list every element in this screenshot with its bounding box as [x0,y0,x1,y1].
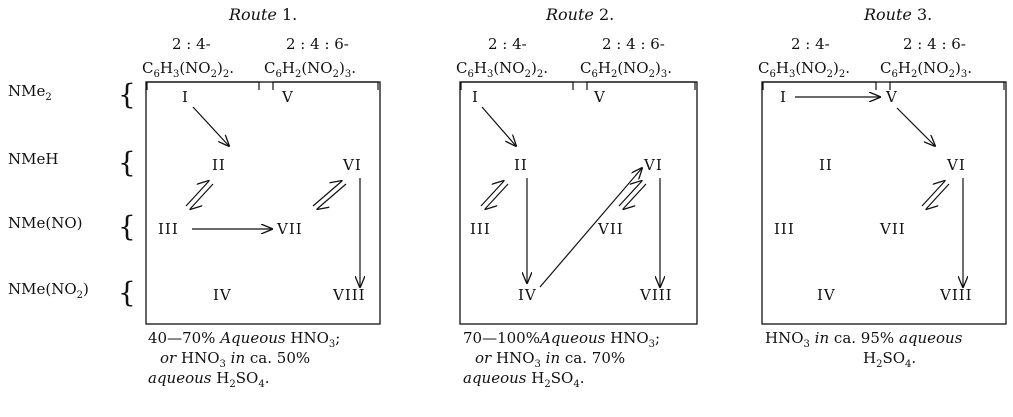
route-2-node-VII: VII [597,220,624,238]
route-3-arrow-VI-VII [926,183,950,209]
route-1-arrow-I-II [192,106,229,146]
route-1-node-I: I [182,88,189,106]
route-1-box [145,81,381,325]
row-brace: { [118,276,136,309]
route-3-col2-formula: C6H2(NO2)3. [880,59,972,80]
route-2-node-III: III [470,220,491,238]
route-2-arrow-VI-VII [623,183,647,209]
route-3-arrow-V-VI [896,107,935,146]
route-3-conditions: HNO3 in ca. 95% aqueous H2SO4. [765,329,963,370]
row-brace: { [118,146,136,179]
route-3-col1-position: 2 : 4- [791,35,830,53]
row-labels: NMe2 { NMeH { NMe(NO) { NMe(NO2) { [8,78,136,309]
route-2-node-VIII: VIII [639,286,673,304]
route-1-conditions: 40—70% Aqueous HNO3; or HNO3 in ca. 50% … [148,329,340,390]
route-1: Route 1. 2 : 4- C6H3(NO2)2. 2 : 4 : 6- C… [142,5,381,390]
route-1-arrow-II-III [190,183,214,209]
row-label-nme-no: NMe(NO) [8,214,83,232]
route-1-node-V: V [281,88,294,106]
route-2-condition-line-2: or HNO3 in ca. 70% [475,349,625,370]
route-2-node-I: I [472,88,479,106]
route-1-col1-bracket [146,81,260,90]
row-label-nmeh: NMeH [8,150,58,168]
route-3-node-I: I [780,88,787,106]
route-1-condition-line-1: 40—70% Aqueous HNO3; [148,329,340,350]
route-2-node-II: II [514,156,528,174]
route-3-node-II: II [819,156,833,174]
route-2-col1-formula: C6H3(NO2)2. [456,59,548,80]
route-1-col1-formula: C6H3(NO2)2. [142,59,234,80]
route-1-title: Route 1. [228,5,297,24]
row-brace: { [118,78,136,111]
route-1-arrow-III-II [185,181,209,207]
route-1-node-III: III [158,220,179,238]
route-1-col2-position: 2 : 4 : 6- [286,35,349,53]
route-2-condition-line-3: aqueous H2SO4. [463,369,584,390]
route-1-arrow-VII-VI [312,181,342,207]
route-2-arrow-VII-VI [618,181,642,207]
route-2-arrow-I-II [481,106,516,146]
route-1-node-VIII: VIII [332,286,366,304]
route-2-arrow-IV-VI [539,168,642,288]
route-3-node-VI: VI [946,156,966,174]
route-3-col2-position: 2 : 4 : 6- [903,35,966,53]
route-1-col2-formula: C6H2(NO2)3. [264,59,356,80]
route-2-col2-position: 2 : 4 : 6- [602,35,665,53]
route-2-conditions: 70—100%Aqueous HNO3; or HNO3 in ca. 70% … [463,329,660,390]
route-1-node-VII: VII [276,220,303,238]
route-3-node-VIII: VIII [939,286,973,304]
route-1-arrow-VI-VII [317,183,347,209]
route-3-col2-bracket [889,81,1005,90]
route-3-col1-formula: C6H3(NO2)2. [758,59,850,80]
route-2-node-VI: VI [643,156,663,174]
route-1-col1-position: 2 : 4- [172,35,211,53]
route-2-node-V: V [593,88,606,106]
route-3-arrow-VII-VI [921,181,945,207]
route-1-node-II: II [212,156,226,174]
route-2-box [459,81,698,325]
route-2-col1-position: 2 : 4- [488,35,527,53]
route-2-condition-line-1: 70—100%Aqueous HNO3; [463,329,660,350]
row-label-nme2: NMe2 [8,82,52,103]
route-2-arrow-III-II [480,181,504,207]
route-2-arrow-II-III [485,183,509,209]
route-3-node-VII: VII [879,220,906,238]
route-3-node-IV: IV [817,286,836,304]
route-1-node-VI: VI [342,156,362,174]
route-1-condition-line-2: or HNO3 in ca. 50% [160,349,310,370]
route-3-node-V: V [885,88,898,106]
route-2: Route 2. 2 : 4- C6H3(NO2)2. 2 : 4 : 6- C… [456,5,698,390]
row-brace: { [118,210,136,243]
route-3-condition-line-1: HNO3 in ca. 95% aqueous [765,329,963,350]
route-3-condition-line-2: H2SO4. [863,349,916,370]
route-2-title: Route 2. [545,5,614,24]
route-2-node-IV: IV [518,286,537,304]
route-3-node-III: III [774,220,795,238]
route-3-box [761,81,1007,325]
route-3: Route 3. 2 : 4- C6H3(NO2)2. 2 : 4 : 6- C… [758,5,1007,370]
row-label-nme-no2: NMe(NO2) [8,280,89,301]
route-1-node-IV: IV [213,286,232,304]
route-2-col2-formula: C6H2(NO2)3. [580,59,672,80]
route-1-condition-line-3: aqueous H2SO4. [148,369,269,390]
route-3-title: Route 3. [863,5,932,24]
